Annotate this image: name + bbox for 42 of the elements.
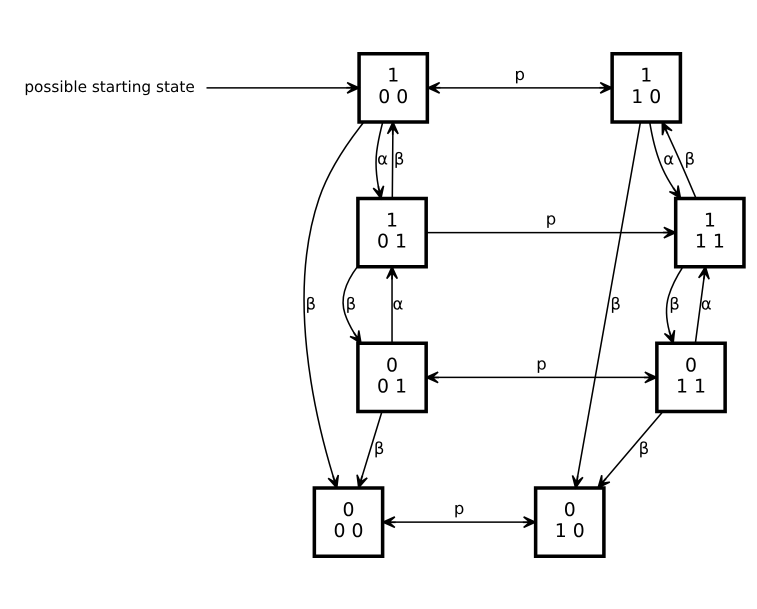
edge-label: p [536,354,547,373]
edge-label: β [610,294,621,313]
edge-label: β [638,438,650,458]
arrow [649,122,682,198]
node-box: 1 0 0 [357,51,430,124]
arrow [386,266,398,342]
edge-label: β [669,294,680,313]
arrow [426,370,658,383]
edge-label: p [546,209,556,228]
arrow [382,516,536,528]
arrow [427,81,613,94]
arrow [572,122,642,488]
arrow [372,121,384,199]
arrow [426,226,676,238]
arrow [661,121,697,198]
edge-label: α [377,149,388,168]
edge-label: α [700,294,712,313]
edge-label: p [454,498,464,518]
arrow [356,410,383,488]
edge-label: α [392,294,404,313]
edge-label: β [374,438,384,458]
node-box: 0 0 0 [312,486,384,558]
arrow [597,410,664,488]
arrow [664,266,684,344]
node-box: 1 1 0 [610,51,682,124]
node-box: 0 0 1 [356,341,428,413]
edge-label: β [306,294,316,313]
edge-label: p [514,64,525,84]
edge-label: β [684,149,696,168]
node-box: 0 1 0 [534,486,606,558]
node-box: 1 0 1 [356,196,428,268]
arrow [694,266,710,342]
arrow [342,265,362,344]
arrow [386,120,399,198]
node-text: possible starting state [24,77,195,96]
arrow [303,121,364,488]
edge-label: β [394,149,404,168]
arrow [206,81,360,94]
edge-label: α [663,149,674,168]
node-box: 0 1 1 [655,341,727,413]
edge-label: β [346,294,356,313]
node-box: 1 1 1 [674,196,746,268]
